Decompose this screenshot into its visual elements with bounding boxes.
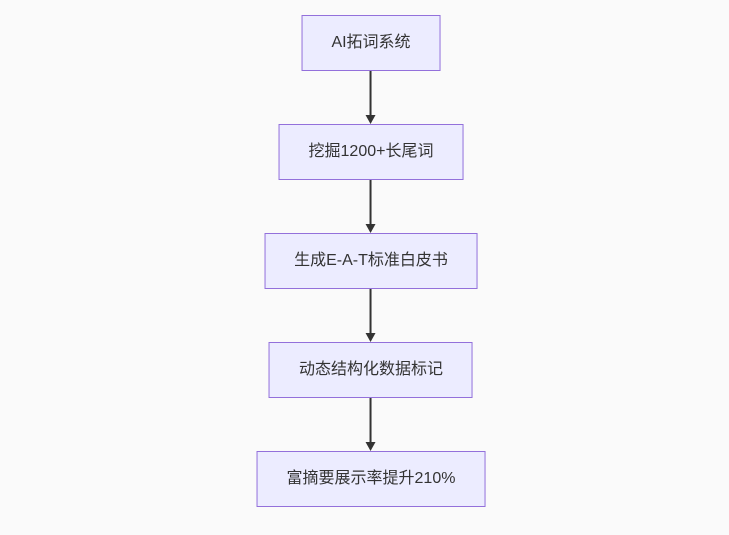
arrowhead-down-icon — [366, 115, 376, 124]
flow-node-structured-data: 动态结构化数据标记 — [268, 342, 473, 398]
arrow-line — [370, 289, 372, 334]
flow-node-label: 生成E-A-T标准白皮书 — [294, 252, 448, 269]
flow-node-ai-keyword-system: AI拓词系统 — [301, 15, 441, 71]
arrowhead-down-icon — [366, 333, 376, 342]
arrowhead-down-icon — [366, 442, 376, 451]
flow-node-label: 动态结构化数据标记 — [298, 361, 443, 378]
flow-node-label: 挖掘1200+长尾词 — [308, 143, 434, 160]
arrow-line — [370, 71, 372, 116]
flow-node-label: AI拓词系统 — [331, 34, 411, 51]
arrow-line — [370, 398, 372, 443]
flowchart: AI拓词系统 挖掘1200+长尾词 生成E-A-T标准白皮书 动态结构化数据标记 — [256, 15, 486, 507]
flow-node-eat-whitepaper: 生成E-A-T标准白皮书 — [264, 233, 478, 289]
arrow-down-3 — [366, 289, 376, 342]
flow-node-rich-snippet-result: 富摘要展示率提升210% — [256, 451, 486, 507]
arrow-line — [370, 180, 372, 225]
arrowhead-down-icon — [366, 224, 376, 233]
arrow-down-1 — [366, 71, 376, 124]
arrow-down-4 — [366, 398, 376, 451]
flow-node-label: 富摘要展示率提升210% — [286, 470, 456, 487]
flow-node-longtail-mining: 挖掘1200+长尾词 — [278, 124, 464, 180]
arrow-down-2 — [366, 180, 376, 233]
